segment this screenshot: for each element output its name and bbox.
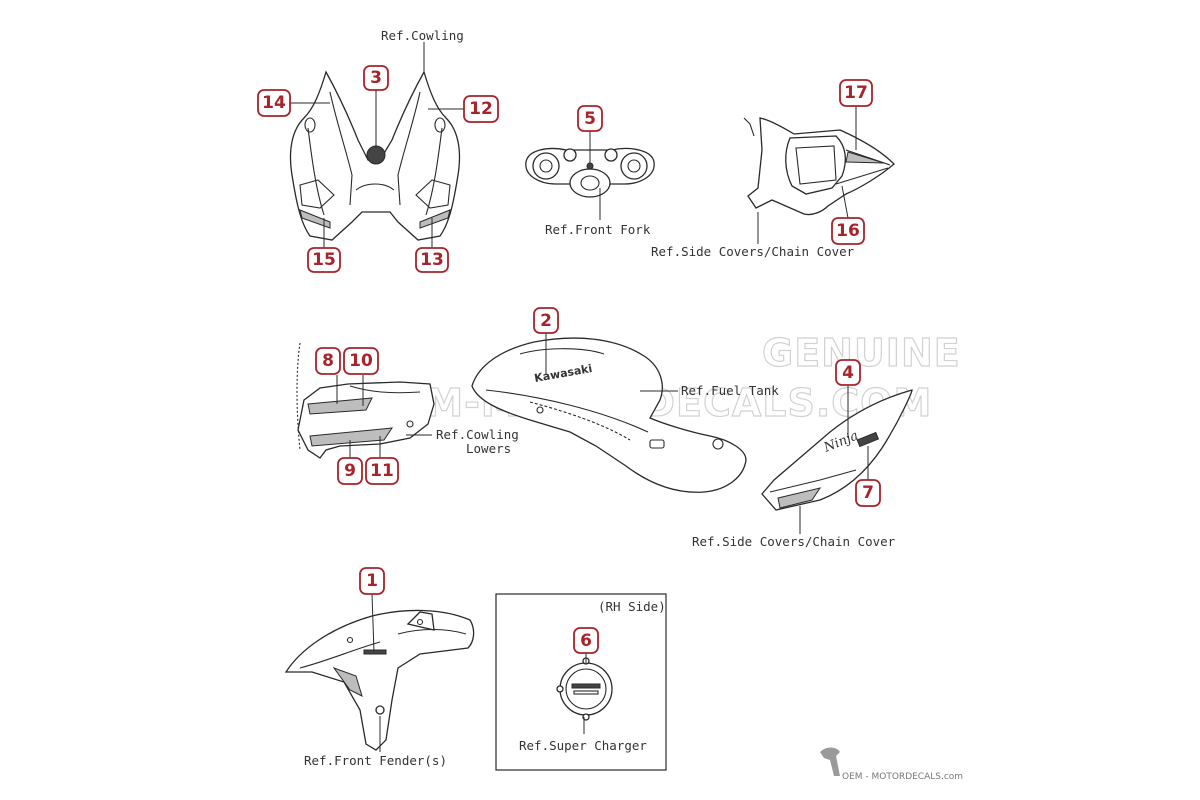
fuel-tank-drawing: Kawasaki: [471, 337, 747, 493]
fender-decal-icon: [363, 649, 387, 655]
svg-text:11: 11: [370, 461, 394, 481]
footer-logo: OEM - MOTORDECALS.com: [820, 747, 963, 782]
ref-cowling-label: Ref.Cowling: [381, 28, 464, 43]
svg-text:12: 12: [469, 99, 493, 119]
seat-cowl-drawing: [743, 117, 895, 216]
side-cover-drawing: Ninja: [761, 389, 913, 511]
badge-1: 1: [359, 567, 385, 595]
svg-text:16: 16: [836, 221, 860, 241]
watermark-genuine: GENUINE: [762, 331, 961, 375]
badge-16: 16: [831, 217, 865, 245]
badge-3: 3: [363, 65, 389, 91]
svg-text:6: 6: [580, 631, 592, 651]
badge-9: 9: [337, 457, 363, 485]
svg-text:7: 7: [862, 483, 874, 503]
upper-cowling-drawing: [289, 70, 461, 241]
svg-text:13: 13: [420, 250, 444, 270]
ref-cowling-lowers-label-2: Lowers: [466, 441, 511, 456]
svg-text:17: 17: [844, 83, 868, 103]
ref-side-covers-top-label: Ref.Side Covers/Chain Cover: [651, 244, 855, 259]
badge-2: 2: [533, 307, 559, 334]
badge-4: 4: [835, 359, 861, 386]
ref-front-fork-label: Ref.Front Fork: [545, 222, 651, 237]
badge-10: 10: [343, 347, 379, 375]
badge-15: 15: [307, 247, 341, 273]
svg-text:2: 2: [540, 311, 552, 331]
svg-text:9: 9: [344, 461, 356, 481]
badge-5: 5: [577, 105, 603, 132]
svg-text:1: 1: [366, 571, 378, 591]
hummingbird-logo-icon: [820, 747, 840, 776]
badge-13: 13: [415, 247, 449, 273]
badge-14: 14: [257, 89, 291, 117]
badge-11: 11: [365, 457, 399, 485]
badge-12: 12: [463, 95, 499, 123]
cowling-emblem-icon: [366, 145, 386, 165]
footer-brand: OEM - MOTORDECALS.com: [842, 772, 963, 782]
badge-6: 6: [573, 627, 599, 654]
svg-text:15: 15: [312, 250, 336, 270]
svg-text:5: 5: [584, 109, 596, 129]
badge-8: 8: [315, 347, 341, 375]
super-charger-box: (RH Side): [495, 593, 667, 771]
ref-super-charger-label: Ref.Super Charger: [519, 738, 647, 753]
super-charger-decal-icon: [571, 683, 601, 689]
svg-text:8: 8: [322, 351, 334, 371]
ref-fuel-tank-label: Ref.Fuel Tank: [681, 383, 779, 398]
ref-front-fender-label: Ref.Front Fender(s): [304, 753, 447, 768]
part-number-badges: 3 14 12 15 13 5 17 16 2 8 10 9 11 4 7 1 …: [257, 65, 881, 654]
svg-text:14: 14: [262, 93, 286, 113]
svg-text:4: 4: [842, 363, 854, 383]
svg-text:3: 3: [370, 68, 382, 88]
ref-side-covers-mid-label: Ref.Side Covers/Chain Cover: [692, 534, 896, 549]
cowling-lowers-drawing: [296, 342, 435, 459]
reference-labels: Ref.Cowling Ref.Front Fork Ref.Side Cove…: [304, 28, 896, 768]
badge-17: 17: [839, 79, 873, 107]
ref-cowling-lowers-label-1: Ref.Cowling: [436, 427, 519, 442]
svg-text:10: 10: [349, 351, 373, 371]
front-fender-drawing: [284, 609, 475, 751]
badge-7: 7: [855, 479, 881, 507]
leader-lines: [290, 42, 869, 752]
fork-decal-icon: [586, 162, 594, 170]
rh-side-label: (RH Side): [598, 599, 666, 614]
